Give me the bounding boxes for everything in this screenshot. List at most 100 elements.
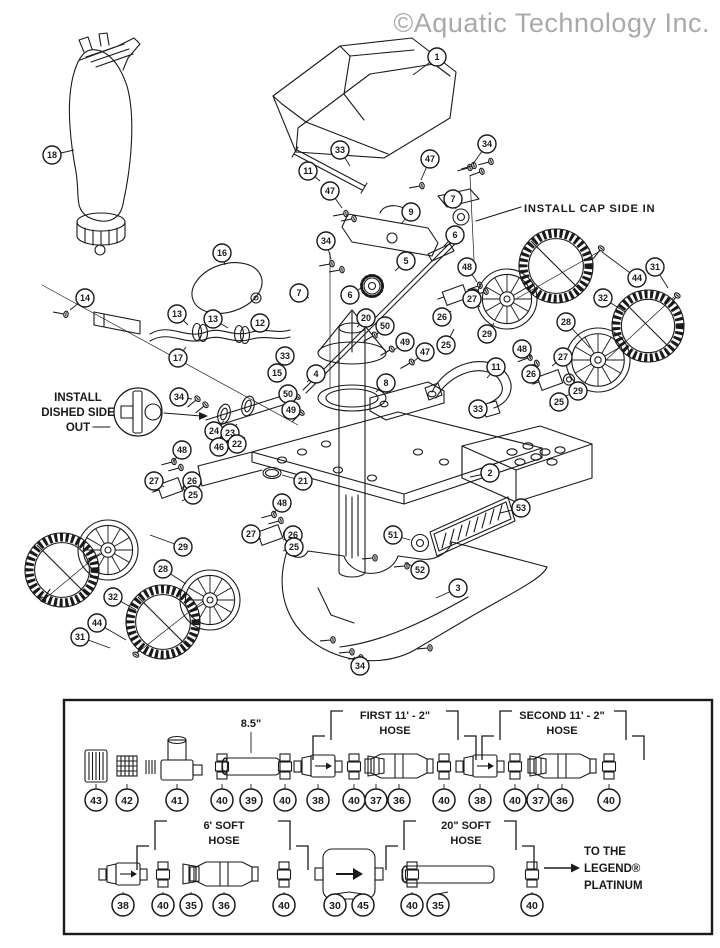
callout-14: 14	[69, 288, 95, 311]
hose-part-36: 36	[364, 753, 434, 812]
screw	[469, 167, 485, 177]
hose-part-glyph	[293, 754, 343, 778]
callout-48: 48	[457, 257, 478, 283]
callout-17: 17	[168, 346, 188, 368]
svg-text:51: 51	[388, 530, 398, 540]
svg-text:40: 40	[509, 795, 521, 807]
hose-part-glyph	[276, 861, 292, 888]
hose-part-39: 39	[221, 757, 281, 812]
screw	[416, 644, 433, 652]
hose-part-glyph	[189, 861, 259, 887]
svg-text:44: 44	[632, 273, 642, 283]
callout-25: 25	[181, 485, 203, 505]
callout-25: 25	[436, 328, 456, 355]
callout-7: 7	[443, 189, 463, 210]
hose-part-40: 40	[342, 753, 366, 812]
screw	[187, 395, 201, 408]
screw	[319, 259, 335, 268]
svg-text:12: 12	[255, 318, 265, 328]
hose-part-glyph	[155, 861, 171, 888]
screw	[467, 281, 483, 291]
arrow-icon	[571, 863, 580, 873]
svg-text:27: 27	[246, 529, 256, 539]
callout-16: 16	[212, 243, 232, 266]
svg-text:34: 34	[482, 139, 492, 149]
hose-part-glyph	[98, 862, 148, 886]
svg-text:15: 15	[272, 368, 282, 378]
callout-32: 32	[593, 288, 626, 313]
spoke-wheel	[179, 569, 241, 631]
hose-part-40: 40	[151, 861, 175, 917]
screw	[268, 516, 284, 525]
watermark-title: ©Aquatic Technology Inc.	[393, 8, 710, 38]
svg-text:HOSE: HOSE	[546, 725, 577, 737]
svg-text:22: 22	[232, 439, 242, 449]
pin-shaft	[291, 146, 368, 194]
svg-text:35: 35	[185, 900, 197, 912]
callout-33: 33	[468, 399, 488, 419]
axle-rod	[427, 243, 455, 262]
svg-text:47: 47	[425, 154, 435, 164]
rear-body-block	[461, 425, 593, 503]
svg-text:29: 29	[573, 386, 583, 396]
svg-text:17: 17	[173, 353, 183, 363]
callout-48: 48	[272, 493, 292, 514]
svg-text:48: 48	[177, 445, 187, 455]
callout-29: 29	[565, 381, 588, 401]
cap-leader	[475, 206, 522, 222]
svg-text:36: 36	[393, 795, 405, 807]
hose-part-40: 40	[273, 753, 297, 812]
callout-51: 51	[383, 525, 411, 545]
svg-text:18: 18	[47, 150, 57, 160]
svg-text:27: 27	[149, 476, 159, 486]
svg-text:14: 14	[80, 293, 90, 303]
callout-13: 13	[167, 304, 189, 326]
svg-text:HOSE: HOSE	[379, 725, 410, 737]
svg-text:29: 29	[482, 329, 492, 339]
screw	[409, 181, 425, 190]
drive-gear	[360, 274, 384, 298]
callout-48: 48	[172, 440, 192, 462]
callout-29: 29	[477, 322, 497, 344]
svg-text:30: 30	[329, 900, 341, 912]
hose-part-40: 40	[520, 861, 544, 917]
axle-assembly	[532, 368, 576, 392]
callout-44: 44	[87, 613, 127, 641]
svg-text:38: 38	[474, 795, 486, 807]
callout-22: 22	[227, 434, 247, 454]
callout-12: 12	[250, 313, 270, 333]
svg-text:43: 43	[90, 795, 102, 807]
callout-53: 53	[499, 498, 531, 518]
svg-text:40: 40	[526, 900, 538, 912]
callout-32: 32	[103, 587, 137, 611]
svg-text:41: 41	[171, 795, 183, 807]
callout-28: 28	[153, 559, 187, 585]
hose-part-40: 40	[432, 753, 456, 812]
hose-part-38: 38	[293, 754, 343, 812]
screw	[338, 648, 355, 656]
svg-text:20: 20	[361, 313, 371, 323]
svg-text:48: 48	[517, 344, 527, 354]
svg-text:2: 2	[487, 468, 492, 478]
callout-6: 6	[340, 285, 362, 305]
svg-text:11: 11	[491, 362, 501, 372]
screw	[132, 643, 144, 658]
svg-text:26: 26	[526, 369, 536, 379]
svg-text:6: 6	[347, 290, 352, 300]
callout-25: 25	[548, 392, 569, 412]
svg-text:36: 36	[218, 900, 230, 912]
callout-47: 47	[420, 149, 440, 181]
svg-text:PLATINUM: PLATINUM	[584, 880, 643, 892]
callout-9: 9	[400, 202, 421, 225]
svg-text:6' SOFT: 6' SOFT	[203, 820, 244, 832]
svg-text:40: 40	[603, 795, 615, 807]
svg-text:SECOND 11' - 2": SECOND 11' - 2"	[519, 710, 604, 722]
callout-31: 31	[70, 627, 111, 649]
callout-27: 27	[144, 471, 165, 491]
screw	[329, 265, 345, 274]
